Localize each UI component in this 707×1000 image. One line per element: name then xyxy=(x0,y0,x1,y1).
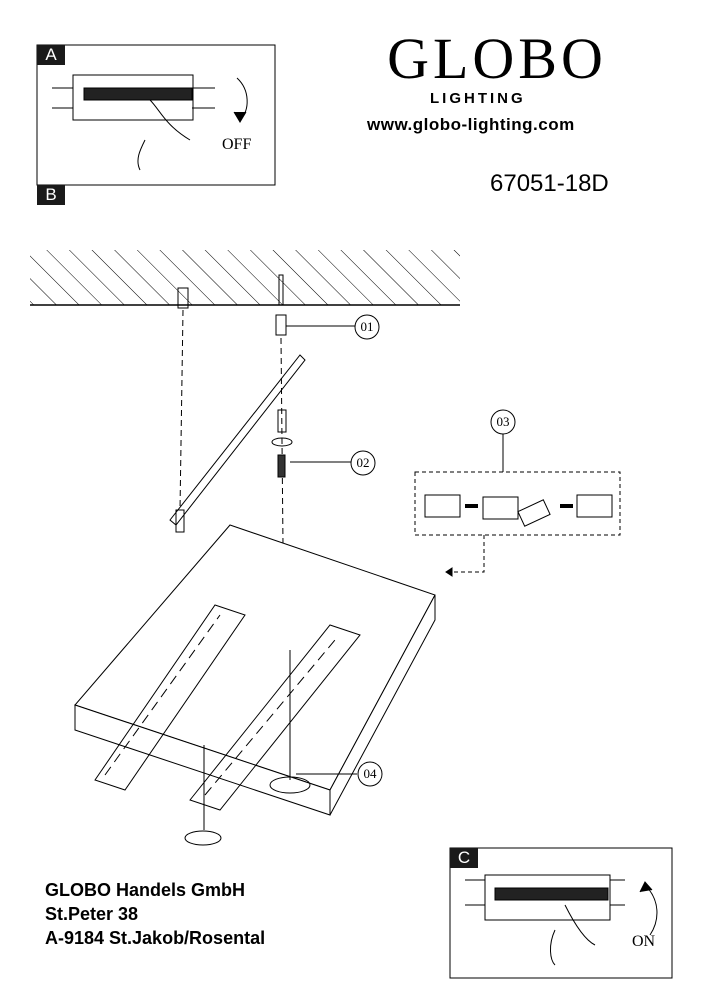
wire-connector-steps xyxy=(424,494,613,577)
part-02-label: 02 xyxy=(356,455,370,470)
mounting-hardware xyxy=(169,274,356,546)
ceiling-lamp-illustration xyxy=(74,524,436,846)
step-c-label: C xyxy=(450,848,478,868)
ceiling-hatch xyxy=(30,250,460,305)
part-callouts xyxy=(350,314,516,787)
breaker-off-illustration xyxy=(52,74,248,171)
company-street: St.Peter 38 xyxy=(45,904,139,924)
company-name: GLOBO Handels GmbH xyxy=(45,880,246,900)
off-label: OFF xyxy=(222,136,252,153)
brand-subtitle: LIGHTING xyxy=(430,90,526,107)
connector-inset-frame xyxy=(414,471,621,536)
brand-website: www.globo-lighting.com xyxy=(367,115,575,134)
step-c-frame xyxy=(449,847,673,979)
breaker-on-illustration xyxy=(465,874,658,966)
part-04-label: 04 xyxy=(363,766,377,781)
company-city: A-9184 St.Jakob/Rosental xyxy=(45,928,266,948)
step-a-label: A xyxy=(37,45,65,65)
part-01-label: 01 xyxy=(360,319,374,334)
on-label: ON xyxy=(632,933,656,950)
brand-logo: GLOBO xyxy=(387,26,607,91)
part-03-label: 03 xyxy=(496,414,510,429)
model-number: 67051-18D xyxy=(490,170,609,197)
step-a-frame xyxy=(36,44,276,186)
step-b-label: B xyxy=(37,185,65,205)
